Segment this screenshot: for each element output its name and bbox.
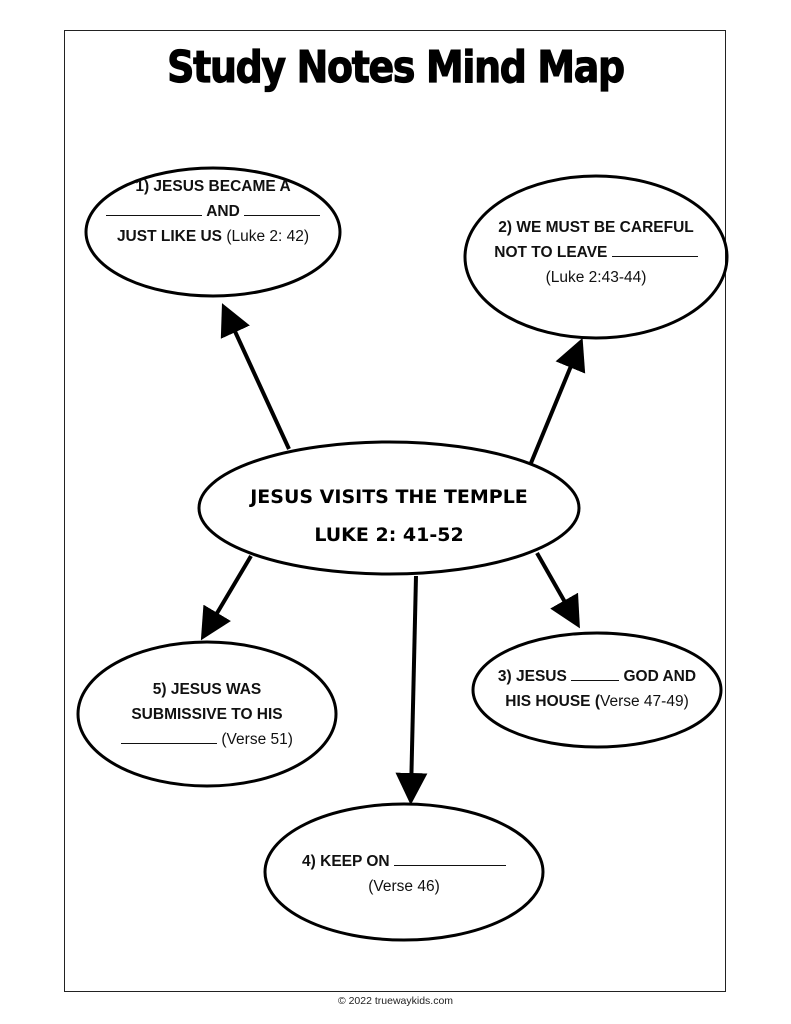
page-border	[64, 30, 726, 992]
node-3-reference: Verse 47-49)	[599, 693, 689, 710]
arrow-to-node-4	[395, 575, 428, 805]
copyright-footer: © 2022 truewaykids.com	[337, 995, 454, 1007]
arrow-to-node-5	[200, 554, 253, 641]
node-1-line1: 1) JESUS BECAME A	[135, 178, 291, 195]
node-3-line1a: 3) JESUS	[497, 668, 567, 685]
node-3-ellipse	[471, 631, 723, 749]
node-5: 5) JESUS WAS SUBMISSIVE TO HIS (Verse 51…	[78, 677, 336, 752]
center-reference: LUKE 2: 41-52	[314, 524, 464, 546]
page-title: Study Notes Mind Map	[167, 42, 626, 93]
node-3-line2: HIS HOUSE (	[505, 693, 600, 710]
node-3-line1b: GOD AND	[623, 668, 697, 685]
node-4-blank[interactable]	[393, 849, 506, 866]
node-5-blank[interactable]	[121, 727, 218, 744]
arrow-to-node-1	[220, 303, 291, 450]
node-1-blank-2[interactable]	[244, 199, 321, 216]
node-4-line1: 4) KEEP ON	[302, 853, 390, 870]
node-2-blank[interactable]	[611, 240, 698, 257]
arrow-to-node-2	[529, 337, 586, 464]
node-5-ellipse	[76, 640, 338, 788]
node-1: 1) JESUS BECAME A AND JUST LIKE US (Luke…	[86, 174, 340, 249]
center-title: JESUS VISITS THE TEMPLE	[250, 486, 528, 508]
node-3: 3) JESUS GOD AND HIS HOUSE (Verse 47-49)	[473, 664, 721, 714]
node-2-ellipse	[463, 174, 729, 340]
node-5-line1: 5) JESUS WAS	[152, 681, 262, 698]
node-5-line2: SUBMISSIVE TO HIS	[131, 706, 283, 723]
node-1-blank-1[interactable]	[105, 199, 202, 216]
node-4: 4) KEEP ON (Verse 46)	[265, 849, 543, 899]
node-2: 2) WE MUST BE CAREFUL NOT TO LEAVE (Luke…	[466, 215, 726, 290]
node-4-reference: (Verse 46)	[368, 878, 440, 895]
node-2-reference: (Luke 2:43-44)	[545, 269, 647, 286]
node-1-ellipse	[84, 166, 342, 298]
node-1-reference: (Luke 2: 42)	[226, 228, 310, 245]
arrow-to-node-3	[535, 552, 580, 629]
node-2-line1: 2) WE MUST BE CAREFUL	[498, 219, 694, 236]
node-1-line3: JUST LIKE US	[116, 228, 223, 245]
node-3-blank[interactable]	[571, 664, 620, 681]
node-1-and: AND	[206, 203, 240, 220]
node-5-reference: (Verse 51)	[221, 731, 293, 748]
center-ellipse	[197, 440, 581, 576]
center-node: JESUS VISITS THE TEMPLE LUKE 2: 41-52	[199, 478, 579, 554]
node-2-line2: NOT TO LEAVE	[494, 244, 608, 261]
